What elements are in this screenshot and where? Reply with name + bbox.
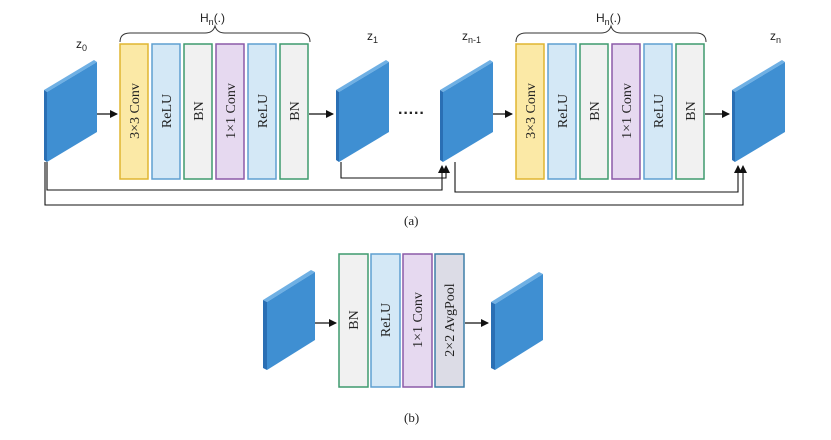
layer-block2-6 <box>675 43 705 180</box>
cube-side <box>732 90 735 162</box>
layer-block2-label-2: ReLU <box>556 94 571 128</box>
label-z0: z0 <box>76 37 87 53</box>
caption-b: (b) <box>404 410 419 425</box>
layer-block1-4 <box>215 43 245 180</box>
transition-layers <box>338 253 465 388</box>
layer-block1-6 <box>279 43 309 180</box>
cube-side <box>44 90 47 162</box>
layer-block2-label-6: BN <box>684 101 699 120</box>
layer-block1-label-3: BN <box>192 101 207 120</box>
layer-block2-label-4: 1×1 Conv <box>620 83 635 139</box>
feature-map-z1 <box>336 60 389 162</box>
layer-block2-label-3: BN <box>588 101 603 120</box>
block1-layer-labels: 3×3 Conv ReLU BN 1×1 Conv ReLU BN <box>128 83 303 139</box>
layer-transition-label-2: ReLU <box>379 303 394 337</box>
layer-block2-3 <box>579 43 609 180</box>
cube-front <box>47 62 97 162</box>
layer-transition-label-4: 2×2 AvgPool <box>443 283 458 356</box>
layer-block1-2 <box>151 43 181 180</box>
cube-side <box>336 90 339 162</box>
layer-block2-1 <box>515 43 545 180</box>
label-z1: z1 <box>367 29 378 45</box>
block1-layers <box>119 43 309 180</box>
block2-layers <box>515 43 705 180</box>
brace-block2 <box>515 24 707 43</box>
cube-side <box>440 90 443 162</box>
cube-side <box>263 300 267 370</box>
feature-map-transition-input <box>263 270 315 370</box>
cube-top <box>44 60 97 92</box>
brace-label-block2: Hn(.) <box>596 11 621 27</box>
layer-transition-2 <box>370 253 401 388</box>
cube-top <box>263 270 315 302</box>
cube-front <box>443 62 493 162</box>
layer-block2-5 <box>643 43 673 180</box>
cube-front <box>267 272 315 370</box>
cube-front <box>735 62 785 162</box>
cube-top <box>732 60 785 92</box>
feature-map-z0 <box>44 60 97 162</box>
skip-zn-1-to-zn <box>454 162 742 193</box>
feature-map-zn-1 <box>440 60 493 162</box>
cube-front <box>495 274 543 370</box>
cube-top <box>491 272 543 304</box>
transition-layer-labels: BN ReLU 1×1 Conv 2×2 AvgPool <box>347 283 458 356</box>
label-zn-1: zn-1 <box>462 29 481 45</box>
caption-a: (a) <box>404 213 418 228</box>
layer-block1-3 <box>183 43 213 180</box>
layer-block2-label-5: ReLU <box>652 94 667 128</box>
layer-block2-4 <box>611 43 641 180</box>
layer-block1-label-5: ReLU <box>256 94 271 128</box>
brace-block1 <box>119 24 311 43</box>
feature-map-zn <box>732 60 785 162</box>
skip-z1-to-zn-1 <box>340 162 450 179</box>
skip-z0-to-zn <box>44 162 747 206</box>
layer-block1-label-6: BN <box>288 101 303 120</box>
layer-transition-label-3: 1×1 Conv <box>411 292 426 348</box>
layer-block2-2 <box>547 43 577 180</box>
layer-transition-label-1: BN <box>347 310 362 329</box>
layer-transition-4 <box>434 253 465 388</box>
brace-label-block1: Hn(.) <box>200 11 225 27</box>
cube-front <box>339 62 389 162</box>
layer-transition-1 <box>338 253 369 388</box>
layer-block2-label-1: 3×3 Conv <box>524 83 539 139</box>
feature-map-transition-output <box>491 272 543 370</box>
cube-top <box>336 60 389 92</box>
block2-layer-labels: 3×3 Conv ReLU BN 1×1 Conv ReLU BN <box>524 83 699 139</box>
cube-side <box>491 302 495 370</box>
layer-block1-label-4: 1×1 Conv <box>224 83 239 139</box>
ellipsis: ····· <box>398 105 425 122</box>
layer-block1-label-1: 3×3 Conv <box>128 83 143 139</box>
cube-top <box>440 60 493 92</box>
layer-block1-label-2: ReLU <box>160 94 175 128</box>
label-zn: zn <box>770 29 781 45</box>
layer-block1-5 <box>247 43 277 180</box>
layer-transition-3 <box>402 253 433 388</box>
layer-block1-1 <box>119 43 149 180</box>
